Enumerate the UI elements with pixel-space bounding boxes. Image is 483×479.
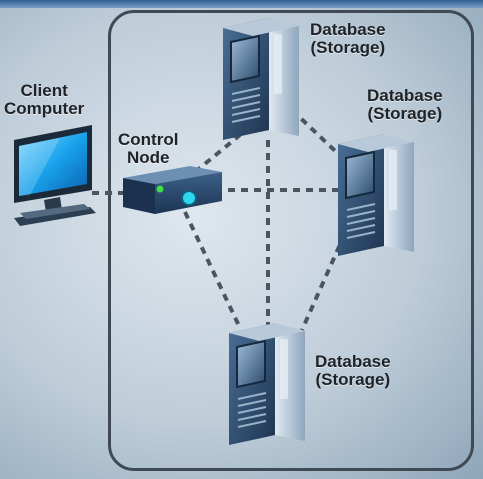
storage-cluster-boundary: [108, 10, 474, 471]
link-control-db-top: [193, 133, 242, 174]
control-node-label: Control Node: [118, 131, 178, 167]
db-bottom-label-line2: (Storage): [315, 370, 391, 389]
db-bottom-label-line1: Database: [315, 352, 391, 371]
top-frame-strip: [0, 0, 483, 8]
database-right-label: Database (Storage): [367, 87, 443, 123]
db-right-label-line1: Database: [367, 86, 443, 105]
database-server-right-icon: [338, 134, 414, 256]
database-server-bottom-icon: [229, 323, 305, 445]
client-label-line2: Computer: [4, 99, 85, 118]
db-right-label-line2: (Storage): [367, 104, 443, 123]
control-label-line1: Control: [118, 130, 179, 149]
database-top-label: Database (Storage): [310, 21, 386, 57]
client-label-line1: Client: [20, 81, 68, 100]
control-label-line2: Node: [126, 148, 170, 167]
db-top-label-line2: (Storage): [310, 38, 386, 57]
power-button-icon: [181, 190, 197, 206]
link-control-db-bottom: [183, 211, 242, 329]
client-computer-label: Client Computer: [4, 82, 84, 118]
database-server-top-icon: [223, 18, 299, 140]
status-led-green: [156, 185, 164, 193]
client-computer-icon: [14, 125, 96, 226]
database-bottom-label: Database (Storage): [315, 353, 391, 389]
control-node-icon: [123, 166, 222, 214]
db-top-label-line1: Database: [310, 20, 386, 39]
